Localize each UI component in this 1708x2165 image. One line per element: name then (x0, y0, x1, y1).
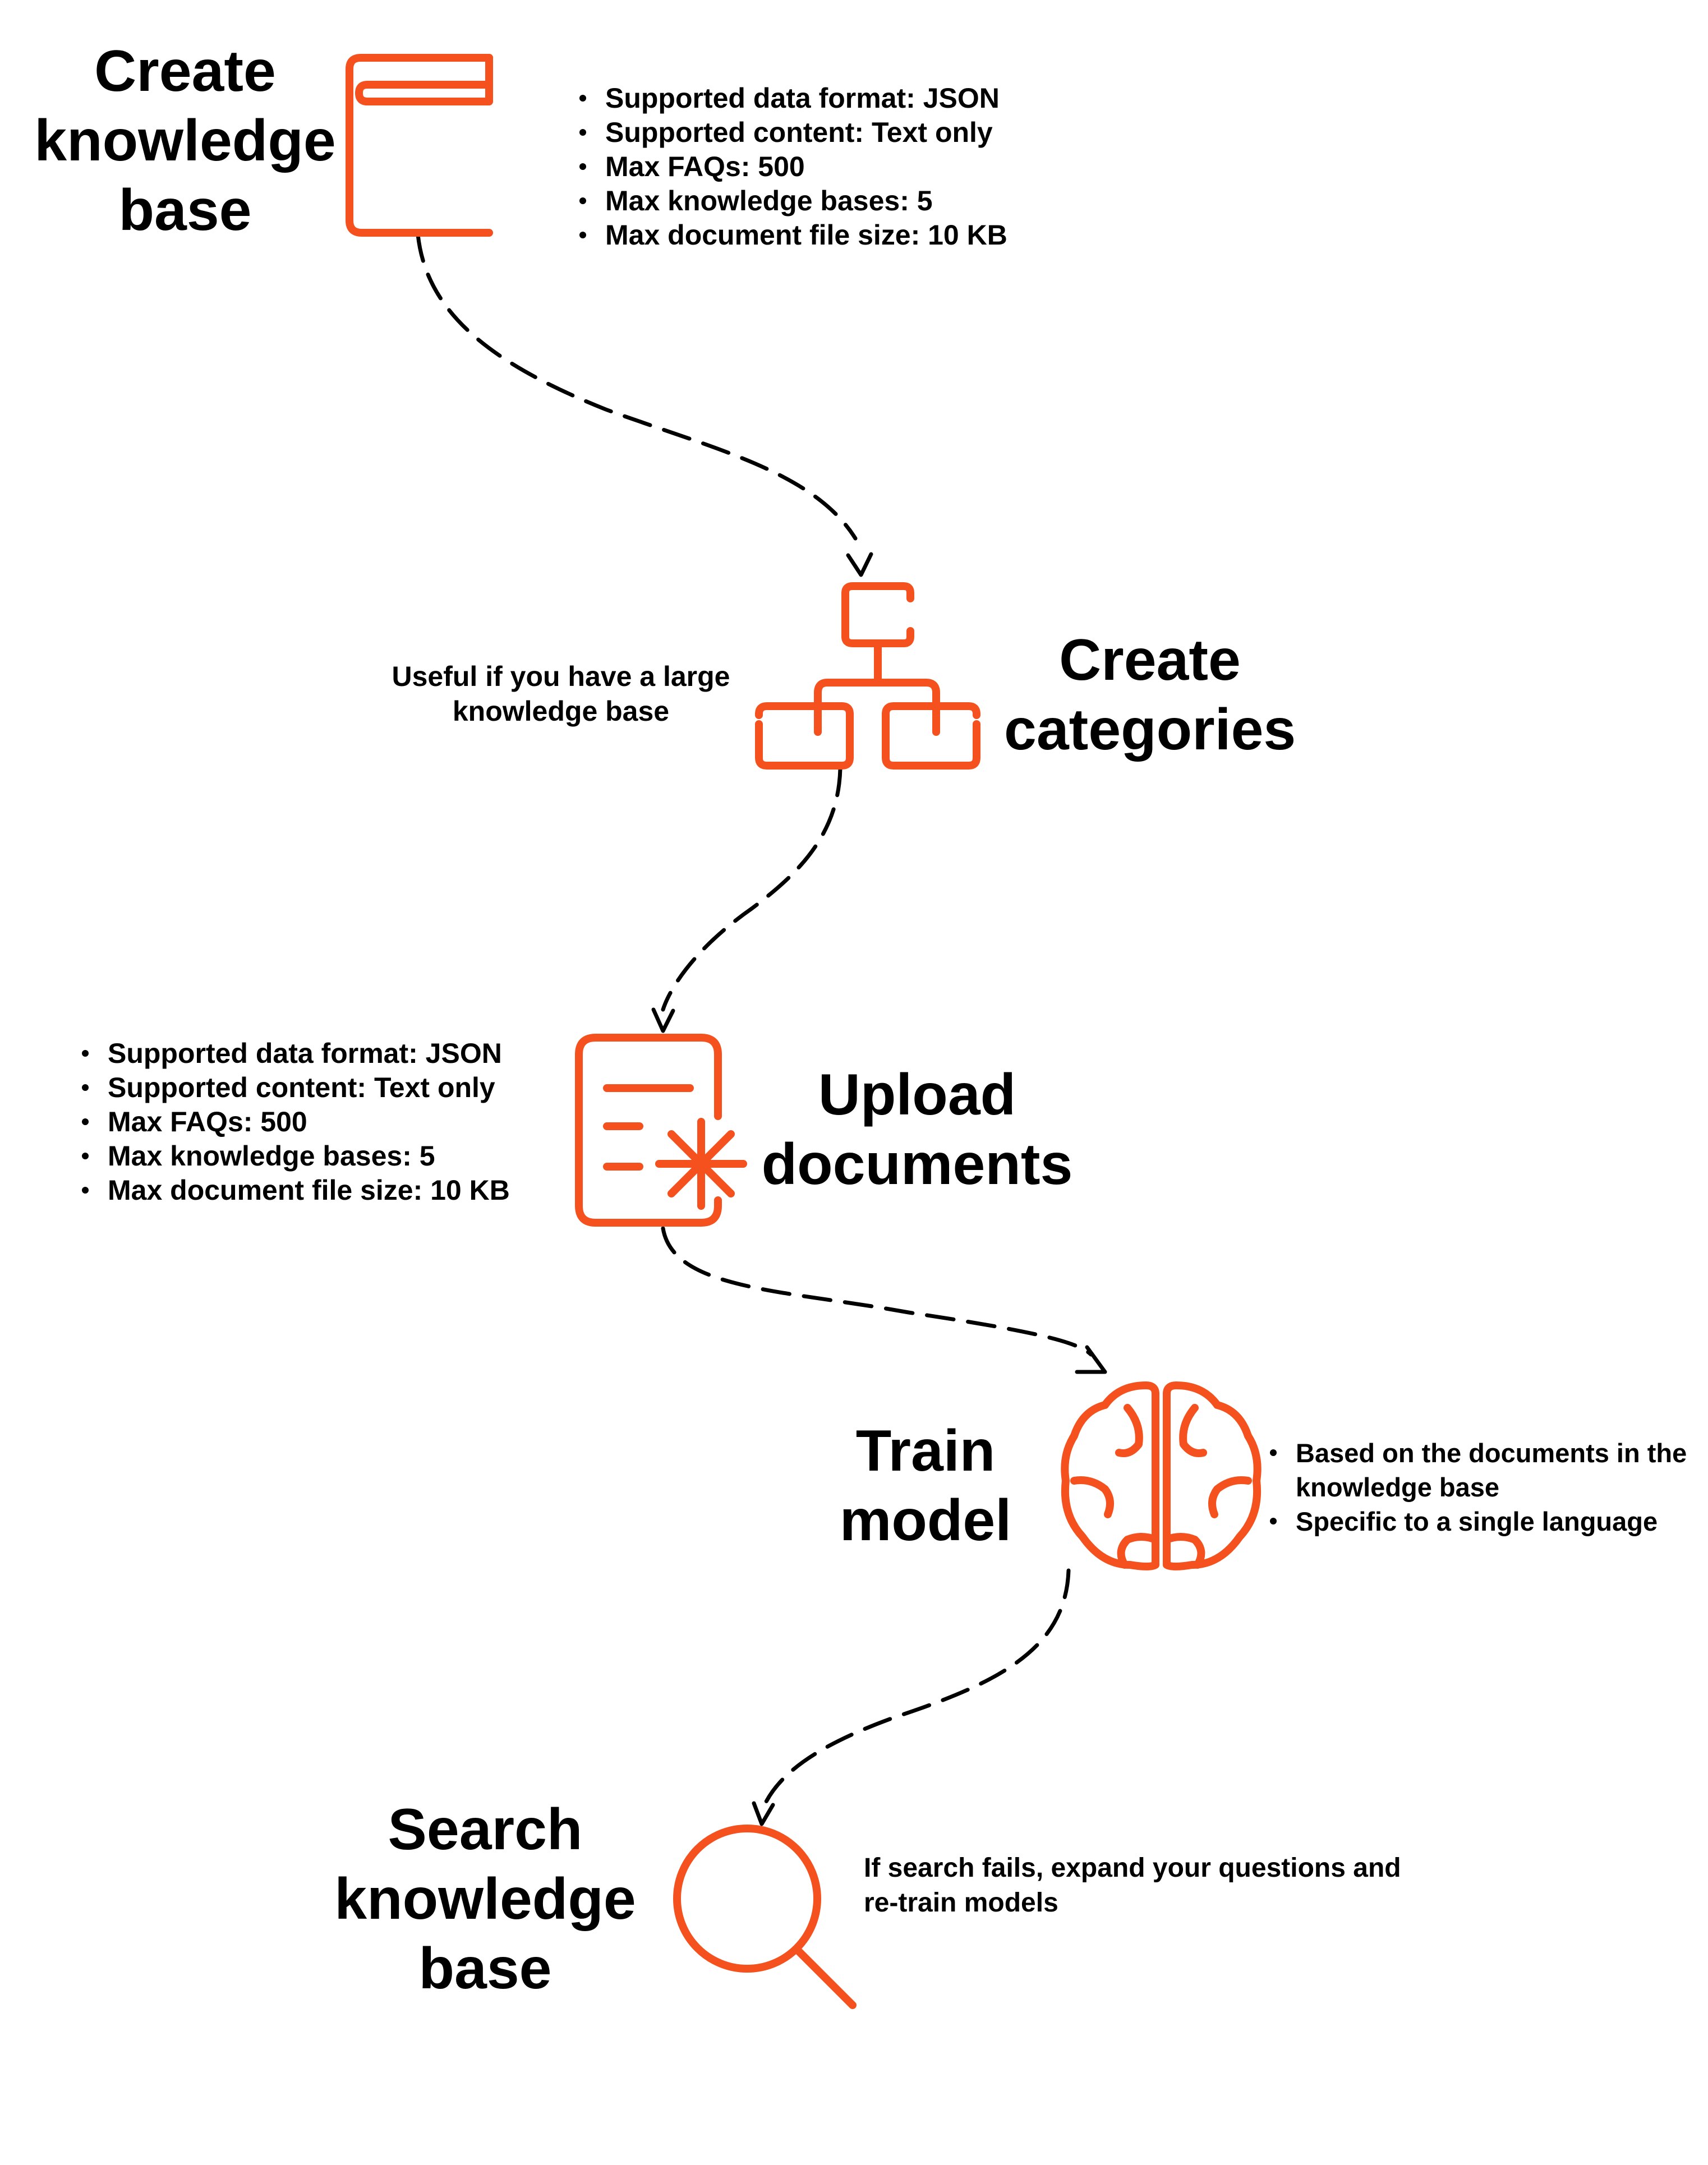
title-line: documents (761, 1132, 1073, 1197)
connector-4 (762, 1568, 1071, 1808)
note-item: Max document file size: 10 KB (576, 218, 1007, 252)
create-knowledge-base-notes: Supported data format: JSON Supported co… (576, 81, 1007, 252)
document-upload-icon (575, 1034, 747, 1227)
note-item: Max FAQs: 500 (79, 1105, 510, 1139)
note-line: re-train models (864, 1888, 1058, 1918)
step-title-train-model: Train model (813, 1416, 1038, 1555)
title-line: base (418, 1936, 552, 2001)
step-title-upload-documents: Upload documents (754, 1060, 1080, 1199)
title-line: base (118, 178, 252, 243)
connector-3 (661, 1226, 1093, 1357)
note-line: knowledge base (452, 695, 670, 727)
note-item: Max FAQs: 500 (576, 150, 1007, 184)
search-icon (673, 1825, 857, 2009)
title-line: Train (855, 1418, 996, 1484)
search-knowledge-base-note: If search fails, expand your questions a… (864, 1851, 1401, 1920)
title-line: Create (1059, 628, 1241, 693)
title-line: Create (94, 39, 276, 104)
note-item: Max knowledge bases: 5 (79, 1139, 510, 1173)
title-line: model (839, 1488, 1012, 1553)
note-line: Useful if you have a large (392, 661, 730, 692)
create-categories-note: Useful if you have a large knowledge bas… (370, 659, 752, 729)
note-item: Supported content: Text only (79, 1071, 510, 1105)
arrowhead-2 (651, 1007, 675, 1033)
connector-2 (661, 766, 843, 1012)
title-line: categories (1004, 697, 1296, 762)
note-line: If search fails, expand your questions a… (864, 1853, 1401, 1883)
brain-icon (1061, 1381, 1262, 1570)
title-line: knowledge (334, 1867, 636, 1932)
note-item: Max knowledge bases: 5 (576, 184, 1007, 218)
train-model-notes: Based on the documents in the knowledge … (1267, 1436, 1693, 1538)
step-title-search-knowledge-base: Search knowledge base (323, 1795, 648, 2003)
upload-documents-notes: Supported data format: JSON Supported co… (79, 1037, 510, 1208)
note-item: Specific to a single language (1267, 1504, 1693, 1538)
note-item: Supported data format: JSON (79, 1037, 510, 1071)
title-line: Upload (818, 1062, 1016, 1127)
step-title-create-knowledge-base: Create knowledge base (22, 36, 348, 245)
connector-1 (416, 232, 858, 541)
note-item: Supported data format: JSON (576, 81, 1007, 116)
title-line: Search (388, 1797, 583, 1862)
arrowhead-3 (1075, 1345, 1107, 1374)
title-line: knowledge (34, 108, 336, 173)
hierarchy-icon (755, 582, 980, 770)
note-item: Based on the documents in the knowledge … (1267, 1436, 1693, 1504)
book-icon (346, 54, 493, 237)
note-item: Supported content: Text only (576, 116, 1007, 150)
note-item: Max document file size: 10 KB (79, 1173, 510, 1208)
arrowhead-4 (752, 1801, 775, 1826)
step-title-create-categories: Create categories (1004, 625, 1296, 764)
arrowhead-1 (846, 552, 873, 577)
